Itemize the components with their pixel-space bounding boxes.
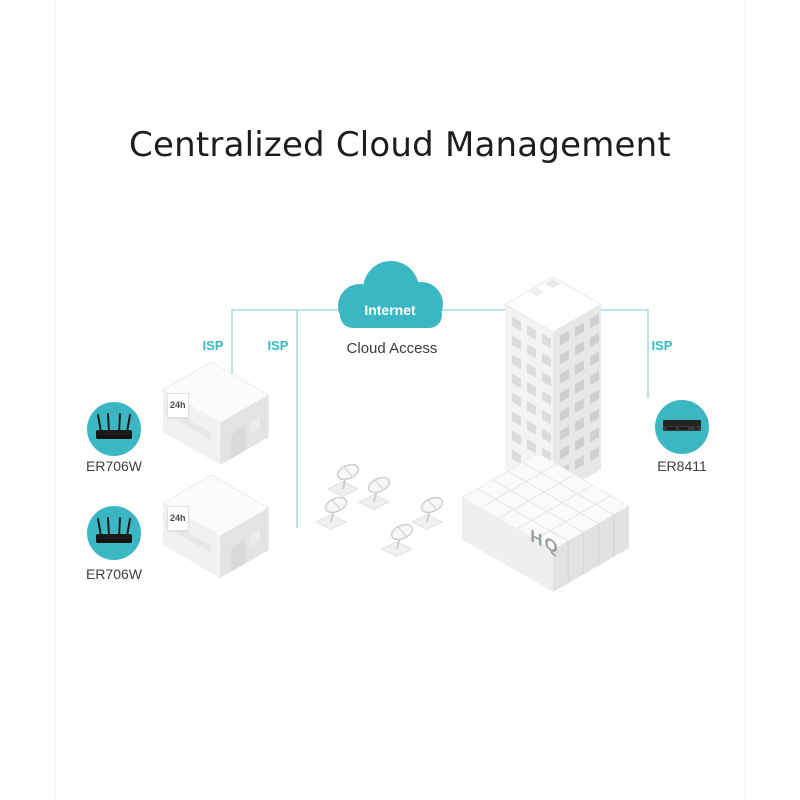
isp-label-right: ISP: [651, 338, 673, 353]
store-sign-24h-2: 24h: [167, 506, 189, 531]
er706w-device-2: [87, 506, 141, 560]
isp-label-middle: ISP: [267, 338, 289, 353]
router-antennas-icon: [97, 413, 131, 433]
tower-windows-left: [512, 316, 551, 482]
page-gutter-right: [745, 0, 746, 800]
internet-cloud-icon: [338, 261, 443, 328]
er706w-device-1: [87, 402, 141, 456]
router-antennas-icon: [97, 517, 131, 537]
router-body-icon: [96, 534, 132, 543]
hq-podium: [461, 452, 630, 592]
branch-store-2: [161, 474, 270, 578]
store-sign-24h-1: 24h: [167, 393, 189, 418]
internet-label: Internet: [364, 302, 416, 318]
podium-grid: [476, 461, 615, 542]
satellite-dish-icons: [314, 463, 444, 558]
page-gutter-left: [55, 0, 56, 800]
connector-branch1: [231, 309, 342, 378]
roof-unit-icon: [529, 287, 545, 297]
podium-columns: [567, 514, 615, 584]
isp-label-left: ISP: [202, 338, 224, 353]
roof-unit-icon: [545, 279, 561, 288]
device-label-er706w-1: ER706W: [85, 458, 143, 474]
page-title: Centralized Cloud Management: [129, 124, 671, 165]
cloud-access-label: Cloud Access: [346, 340, 438, 357]
device-label-er706w-2: ER706W: [85, 566, 143, 582]
device-label-er8411: ER8411: [657, 458, 707, 474]
er8411-device: [655, 400, 709, 454]
router-body-icon: [96, 430, 132, 439]
